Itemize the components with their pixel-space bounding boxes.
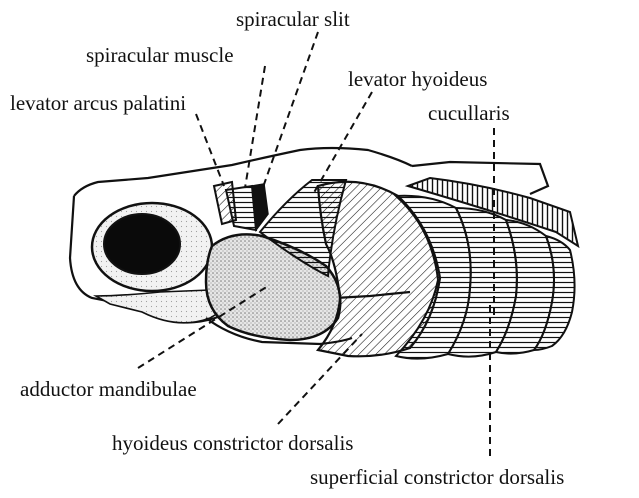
leader-levator-arcus-palatini (196, 114, 224, 186)
label-cucullaris: cucullaris (428, 101, 510, 125)
label-spiracular-muscle: spiracular muscle (86, 43, 234, 67)
label-adductor-mandibulae: adductor mandibulae (20, 377, 197, 401)
spiracular-muscle-shape (226, 186, 256, 230)
label-levator-arcus-palatini: levator arcus palatini (10, 91, 186, 115)
label-hyoideus-constrictor-dorsalis: hyoideus constrictor dorsalis (112, 431, 353, 455)
label-superficial-constrictor-dorsalis: superficial constrictor dorsalis (310, 465, 564, 489)
eye (104, 214, 180, 274)
leader-spiracular-muscle (245, 66, 265, 188)
label-levator-hyoideus: levator hyoideus (348, 67, 487, 91)
label-spiracular-slit: spiracular slit (236, 7, 350, 31)
leader-spiracular-slit (262, 32, 318, 190)
